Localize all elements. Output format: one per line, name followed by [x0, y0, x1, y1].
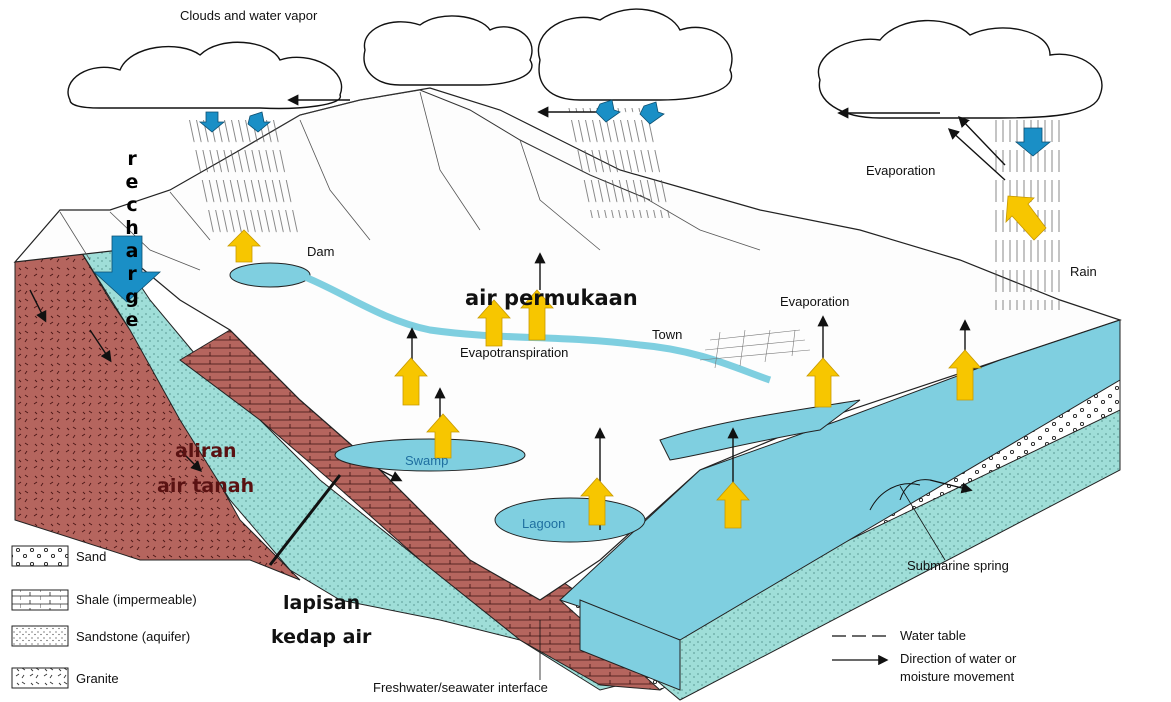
lapisan-annotation-line1: lapisan: [283, 592, 361, 614]
legend-granite-label: Granite: [76, 671, 119, 686]
recharge-letter: r: [127, 148, 137, 170]
legend-sand-label: Sand: [76, 549, 107, 564]
aliran-annotation-line1: aliran: [175, 440, 237, 462]
legend-direction-label-line1: Direction of water or: [900, 651, 1017, 666]
town-grid: [699, 329, 811, 369]
air-permukaan-annotation: air permukaan: [465, 286, 638, 310]
rain-label: Rain: [1070, 264, 1097, 279]
legend-sand-swatch: [11, 545, 69, 567]
recharge-arrow: [92, 235, 162, 303]
recharge-letter: e: [125, 171, 139, 193]
town-label: Town: [652, 327, 683, 342]
legend-water-table-label: Water table: [900, 628, 966, 643]
legend-shale-label: Shale (impermeable): [76, 592, 197, 607]
lapisan-annotation-line2: kedap air: [271, 626, 372, 648]
yellow-arrows: [227, 195, 1047, 529]
evaporation-label-right: Evaporation: [866, 163, 936, 178]
blue-arrows: [92, 99, 1052, 303]
legend-sandstone-swatch: [11, 625, 69, 647]
legend-shale-swatch: [11, 589, 69, 611]
aliran-annotation-line2: air tanah: [157, 475, 255, 497]
recharge-letter: h: [125, 217, 139, 239]
evaporation-label-town: Evaporation: [780, 294, 850, 309]
swamp-label: Swamp: [405, 453, 449, 468]
recharge-annotation: r e c h a r g e: [121, 148, 143, 332]
evapotranspiration-label: Evapotranspiration: [460, 345, 569, 360]
sea: [559, 319, 1121, 641]
submarine-spring-curls: [869, 479, 931, 511]
legend-direction-label-line2: moisture movement: [900, 669, 1015, 684]
recharge-letter: a: [125, 240, 139, 262]
clouds: [67, 8, 1103, 119]
legend-sandstone-label: Sandstone (aquifer): [76, 629, 191, 644]
legend-granite-swatch: [11, 667, 69, 689]
recharge-letter: e: [125, 309, 139, 331]
leader-lines: [539, 485, 946, 680]
submarine-spring-label: Submarine spring: [907, 558, 1009, 573]
clouds-label: Clouds and water vapor: [180, 8, 318, 23]
recharge-letter: r: [127, 263, 137, 285]
recharge-letter: g: [125, 286, 139, 308]
legend-line-samples: [832, 635, 892, 666]
interface-label: Freshwater/seawater interface: [373, 680, 548, 695]
fault-line: [268, 474, 342, 566]
lagoon-label: Lagoon: [522, 516, 566, 531]
dam-label: Dam: [307, 244, 335, 259]
recharge-letter: c: [126, 194, 138, 216]
sea-front: [579, 599, 681, 691]
